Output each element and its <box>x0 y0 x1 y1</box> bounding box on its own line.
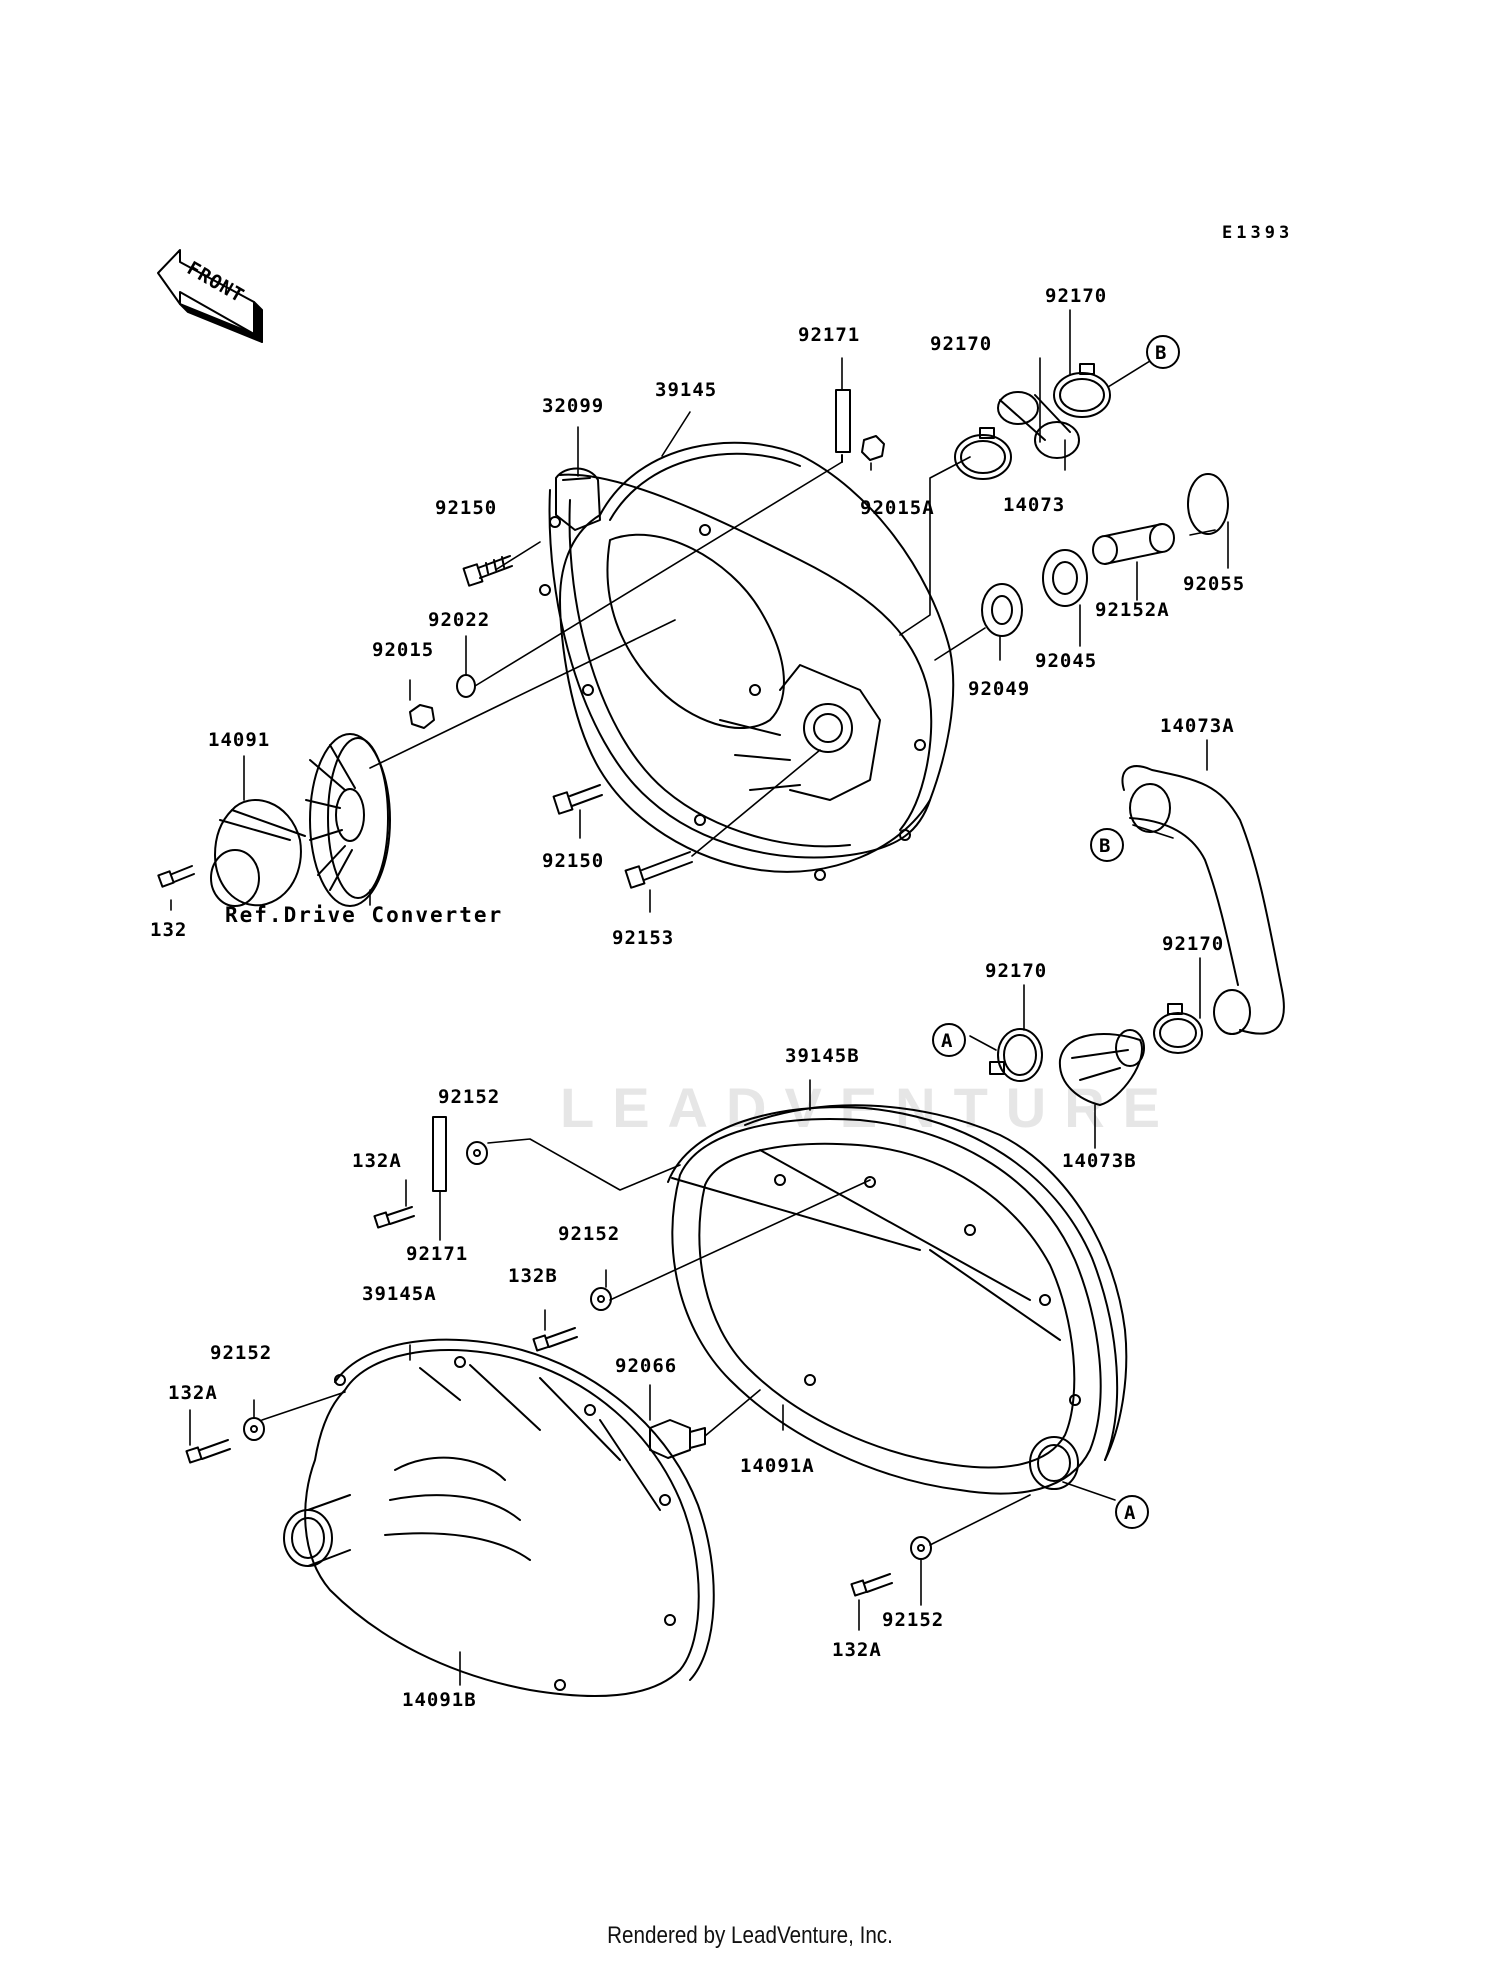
part-label-32099: 32099 <box>542 395 604 417</box>
seal-92049 <box>981 583 1023 637</box>
part-label-92022: 92022 <box>428 609 490 631</box>
part-label-92171-top: 92171 <box>798 324 860 346</box>
diagram-code: E1393 <box>1222 223 1293 243</box>
part-label-92170-b: 92170 <box>930 333 992 355</box>
part-label-92152-b: 92152 <box>558 1223 620 1245</box>
part-label-14073: 14073 <box>1003 494 1065 516</box>
callout-b-duct: B <box>1090 828 1124 862</box>
part-label-92015A: 92015A <box>860 497 935 519</box>
part-label-14091B: 14091B <box>402 1689 477 1711</box>
elbow-14073B <box>1058 1029 1145 1106</box>
part-label-39145: 39145 <box>655 379 717 401</box>
callout-a-left: A <box>932 1023 966 1057</box>
inner-cover-14091B <box>283 1338 715 1697</box>
screw-132A-b <box>185 1439 231 1464</box>
part-label-39145B: 39145B <box>785 1045 860 1067</box>
part-label-14091: 14091 <box>208 729 270 751</box>
part-label-92066: 92066 <box>615 1355 677 1377</box>
part-label-92152-d: 92152 <box>882 1609 944 1631</box>
cover-14091 <box>210 799 306 907</box>
collar-92152-d <box>910 1536 932 1560</box>
collar-92152A <box>1092 523 1175 565</box>
outer-cover-14091A <box>667 1106 1119 1495</box>
leader-lines <box>170 309 1229 1686</box>
screw-132A-c <box>850 1573 893 1597</box>
cover-gasket-39145B <box>744 1104 1128 1461</box>
part-label-92153: 92153 <box>612 927 674 949</box>
clamp-92170-lower-right <box>1153 1003 1203 1054</box>
part-label-92170-a: 92170 <box>1045 285 1107 307</box>
bolt-92150-lower <box>552 784 603 815</box>
clamp-92170-upper <box>1053 363 1111 418</box>
strap-92171-lower <box>432 1116 447 1192</box>
screw-132A-a <box>373 1206 415 1229</box>
part-label-92055: 92055 <box>1183 573 1245 595</box>
part-label-14091A: 14091A <box>740 1455 815 1477</box>
part-label-132: 132 <box>150 919 187 941</box>
drive-converter <box>305 733 391 907</box>
svg-text:A: A <box>941 1030 953 1052</box>
part-label-92152-a: 92152 <box>438 1086 500 1108</box>
part-label-92150-b: 92150 <box>542 850 604 872</box>
bolt-92153 <box>624 851 693 889</box>
collar-92152-c <box>243 1417 265 1441</box>
nut-92015A <box>861 435 885 461</box>
part-label-132A-b: 132A <box>168 1382 218 1404</box>
front-arrow-icon <box>157 249 263 343</box>
strap-92171 <box>835 389 851 463</box>
boot-14073 <box>997 391 1080 459</box>
svg-text:B: B <box>1155 342 1167 364</box>
part-label-92150-a: 92150 <box>435 497 497 519</box>
part-label-92152-c: 92152 <box>210 1342 272 1364</box>
bolt-92150-upper <box>462 555 513 587</box>
collar-92152-a <box>466 1141 488 1165</box>
part-label-132A-a: 132A <box>352 1150 402 1172</box>
nut-92015 <box>409 704 435 729</box>
o-ring-92055 <box>1187 473 1229 535</box>
callout-a-cover: A <box>1115 1495 1149 1529</box>
part-label-92152A: 92152A <box>1095 599 1170 621</box>
part-label-92049: 92049 <box>968 678 1030 700</box>
part-label-132B: 132B <box>508 1265 558 1287</box>
svg-text:B: B <box>1099 835 1111 857</box>
part-label-132A-c: 132A <box>832 1639 882 1661</box>
clamp-92170-mid <box>954 427 1012 480</box>
screw-132 <box>157 865 195 888</box>
part-label-39145A: 39145A <box>362 1283 437 1305</box>
part-label-92170-d: 92170 <box>985 960 1047 982</box>
washer-92022 <box>456 674 476 698</box>
clamp-92170-lower-left <box>989 1028 1043 1082</box>
ref-drive-converter-label: Ref.Drive Converter <box>225 903 503 927</box>
part-label-92171-b: 92171 <box>406 1243 468 1265</box>
part-label-92045: 92045 <box>1035 650 1097 672</box>
converter-cover-39145 <box>539 441 955 881</box>
part-label-14073A: 14073A <box>1160 715 1235 737</box>
svg-text:A: A <box>1124 1502 1136 1524</box>
part-label-14073B: 14073B <box>1062 1150 1137 1172</box>
callout-b-top: B <box>1146 335 1180 369</box>
collar-92152-b <box>590 1287 612 1311</box>
screw-132B <box>532 1327 578 1352</box>
duct-14073A <box>1121 765 1285 1035</box>
bearing-92045 <box>1042 549 1088 607</box>
footer-credit: Rendered by LeadVenture, Inc. <box>607 1922 893 1949</box>
part-label-92170-c: 92170 <box>1162 933 1224 955</box>
part-label-92015: 92015 <box>372 639 434 661</box>
